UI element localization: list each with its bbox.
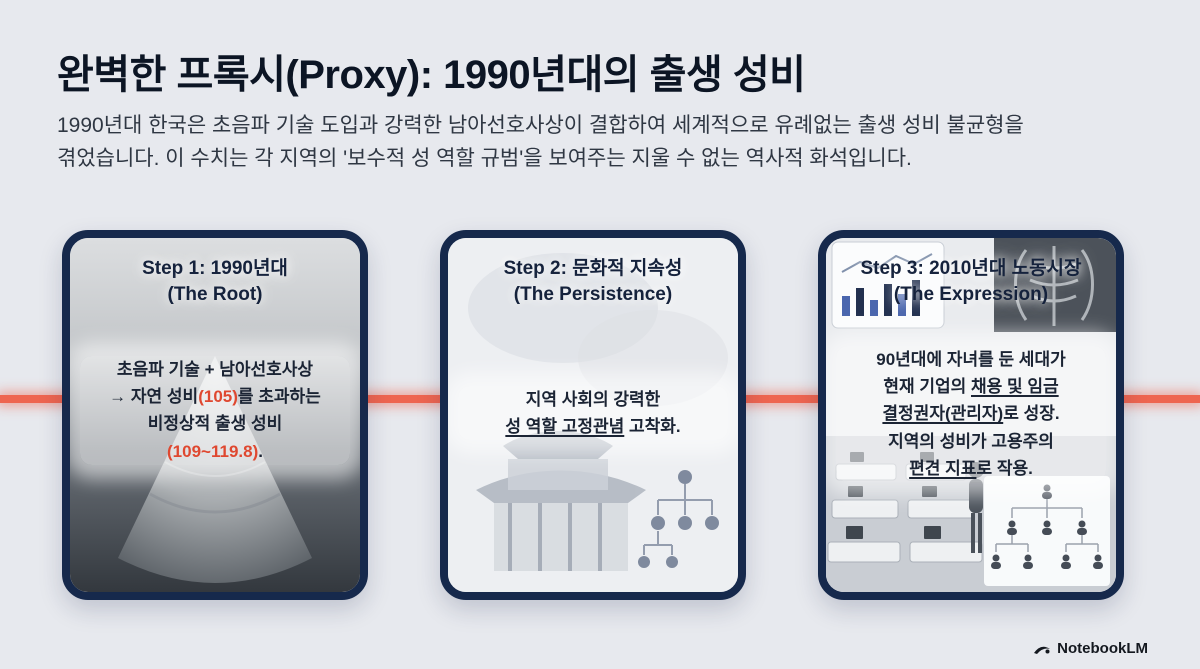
text-line: 편견 지표로 작용. [836, 455, 1106, 482]
text-line: 결정권자(관리자)로 성장. [836, 400, 1106, 427]
text-segment: 90년대에 자녀를 둔 세대가 [876, 350, 1066, 369]
step3-subtitle: (The Expression) [893, 283, 1049, 305]
text-line: (109~119.8). [80, 438, 350, 465]
page-subtitle-line1: 1990년대 한국은 초음파 기술 도입과 강력한 남아선호사상이 결합하여 세… [57, 114, 1024, 137]
step1-title: Step 1: 1990년대 [142, 258, 288, 279]
highlight-underline: 결정권자(관리자) [882, 404, 1004, 424]
text-segment: 를 초과하는 [237, 387, 321, 407]
text-line: 90년대에 자녀를 둔 세대가 [836, 346, 1106, 373]
step-card-1: Step 1: 1990년대 (The Root) 초음파 기술 + 남아선호사… [62, 230, 368, 600]
step1-body: 초음파 기술 + 남아선호사상 → 자연 성비(105)를 초과하는 비정상적 … [80, 356, 350, 465]
text-segment: 자연 성비 [130, 387, 199, 407]
step2-title-block: Step 2: 문화적 지속성 (The Persistence) [448, 256, 738, 307]
step2-subtitle: (The Persistence) [513, 283, 673, 305]
step1-subtitle: (The Root) [167, 283, 263, 305]
highlight-underline: 채용 및 임금 [971, 377, 1059, 397]
text-line: → 자연 성비(105)를 초과하는 [80, 383, 350, 410]
text-segment: 초음파 기술 + 남아선호사상 [116, 360, 314, 379]
steps-row: Step 1: 1990년대 (The Root) 초음파 기술 + 남아선호사… [62, 230, 1124, 600]
text-segment: 로 성장. [1003, 404, 1060, 424]
text-segment: 현재 기업의 [883, 377, 971, 397]
step2-body: 지역 사회의 강력한 성 역할 고정관념 고착화. [458, 386, 728, 441]
page-subtitle-line2: 겪었습니다. 이 수치는 각 지역의 '보수적 성 역할 규범'을 보여주는 지… [57, 146, 912, 170]
text-segment: 지역 사회의 강력한 [525, 390, 661, 409]
text-line: 성 역할 고정관념 고착화. [458, 413, 728, 440]
text-line: 지역의 성비가 고용주의 [836, 428, 1106, 455]
text-segment: 지역의 성비가 고용주의 [888, 431, 1054, 451]
page-subtitle: 1990년대 한국은 초음파 기술 도입과 강력한 남아선호사상이 결합하여 세… [57, 110, 1157, 175]
highlight-underline: 편견 지표 [909, 458, 977, 478]
step3-title: Step 3: 2010년대 노동시장 [860, 258, 1082, 279]
text-line: 비정상적 출생 성비 [80, 410, 350, 437]
step3-title-block: Step 3: 2010년대 노동시장 (The Expression) [826, 256, 1116, 307]
step-card-2: Step 2: 문화적 지속성 (The Persistence) 지역 사회의… [440, 230, 746, 600]
page-title: 완벽한 프록시(Proxy): 1990년대의 출생 성비 [57, 53, 806, 97]
highlight-underline: 성 역할 고정관념 [505, 417, 625, 437]
text-segment: 로 작용. [976, 458, 1033, 478]
notebooklm-brand: NotebookLM [1033, 640, 1148, 657]
step-card-3: Step 3: 2010년대 노동시장 (The Expression) 90년… [818, 230, 1124, 600]
text-segment: 고착화. [624, 417, 681, 437]
text-line: 초음파 기술 + 남아선호사상 [80, 356, 350, 383]
step3-body: 90년대에 자녀를 둔 세대가 현재 기업의 채용 및 임금 결정권자(관리자)… [836, 346, 1106, 482]
highlight-red: (109~119.8) [167, 441, 259, 461]
step1-title-block: Step 1: 1990년대 (The Root) [70, 256, 360, 307]
notebooklm-brand-label: NotebookLM [1057, 640, 1148, 657]
text-line: 지역 사회의 강력한 [458, 386, 728, 413]
step2-title: Step 2: 문화적 지속성 [503, 258, 683, 279]
text-segment: → [109, 387, 131, 407]
text-segment: . [258, 441, 263, 461]
notebooklm-logo-icon [1034, 646, 1051, 654]
text-line: 현재 기업의 채용 및 임금 [836, 373, 1106, 400]
text-segment: 비정상적 출생 성비 [147, 414, 283, 434]
highlight-red: (105) [198, 387, 238, 407]
